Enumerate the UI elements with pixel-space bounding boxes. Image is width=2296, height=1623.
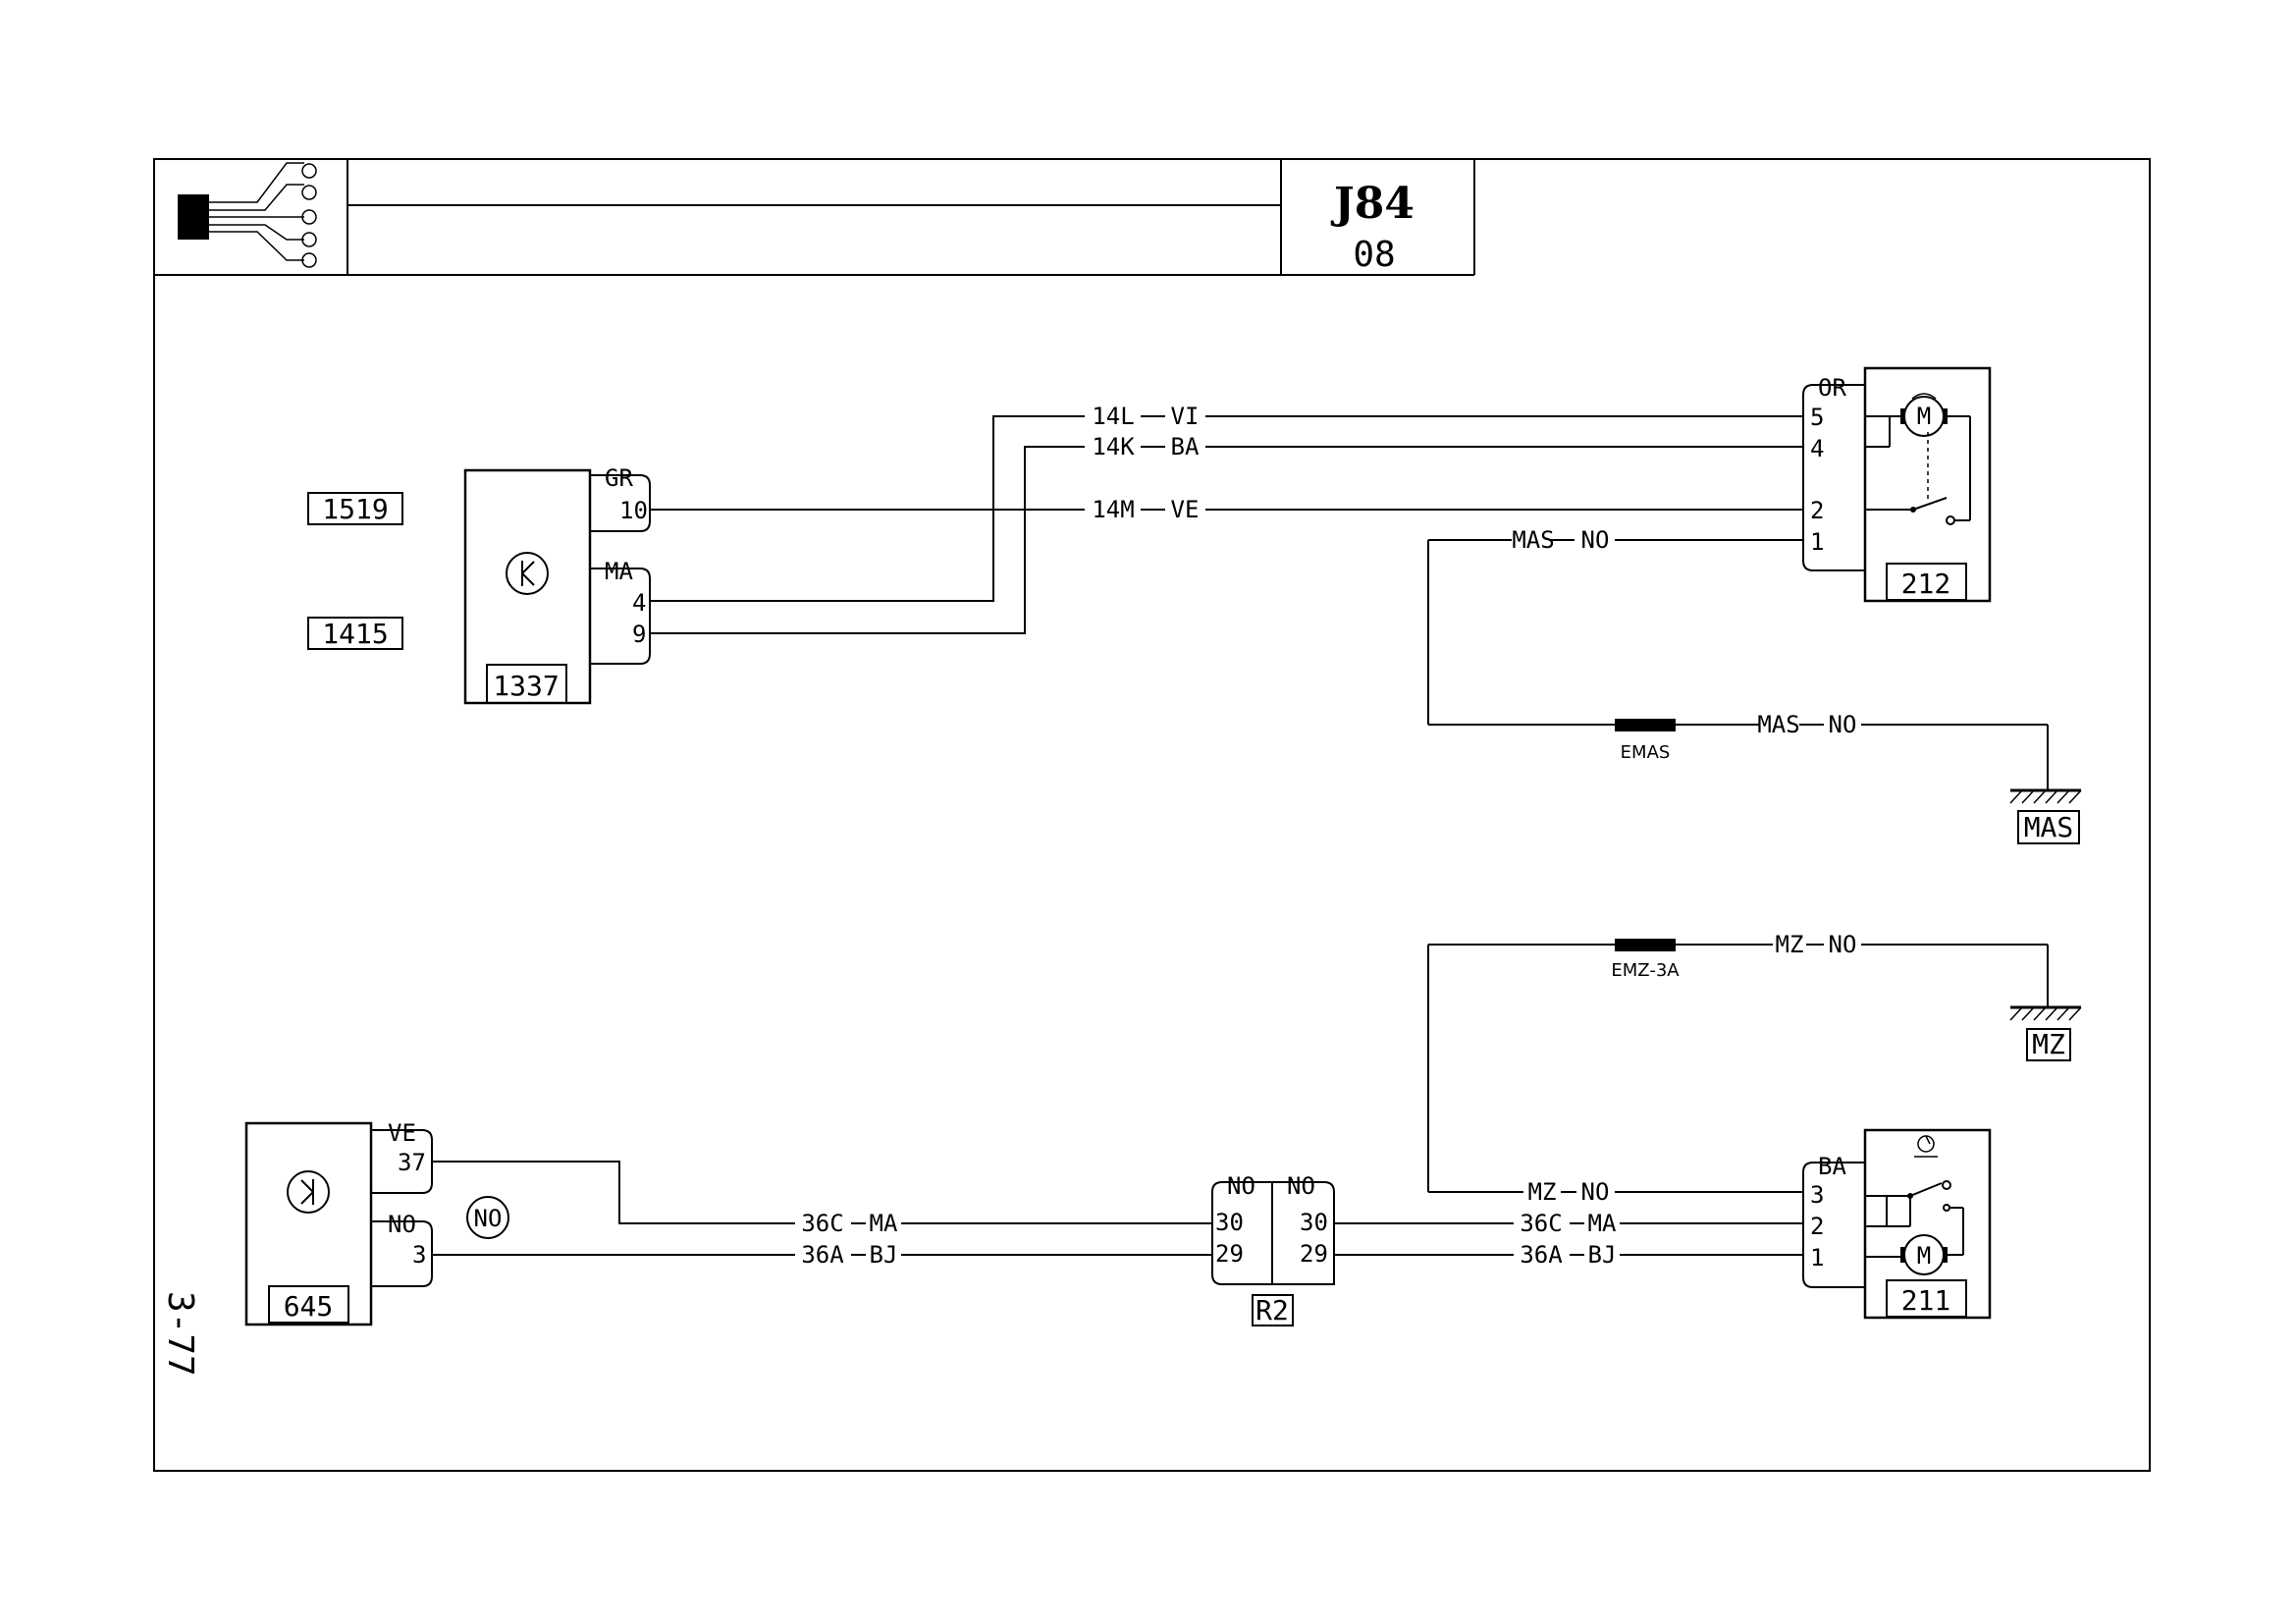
page-code: 08	[1353, 235, 1395, 275]
limit-switch-icon	[1865, 432, 1970, 525]
wire-14M: 14M VE	[650, 496, 1803, 523]
wire-14L: 14L VI	[650, 403, 1803, 602]
header-block: J84 08	[154, 159, 1475, 276]
component-211-label: 211	[1901, 1284, 1951, 1317]
svg-text:4: 4	[632, 589, 646, 617]
motor-icon: M	[1900, 393, 1948, 437]
component-645: 645 VE 37 NO 3	[244, 1119, 433, 1326]
no-marker: NO	[466, 1196, 509, 1239]
electronic-module-icon	[287, 1170, 330, 1214]
svg-text:EMZ-3A: EMZ-3A	[1611, 960, 1680, 981]
component-212: 212 OR 5 4 2 1 M	[1802, 366, 1992, 603]
svg-text:BJ: BJ	[870, 1241, 898, 1269]
svg-text:GR: GR	[605, 464, 633, 492]
svg-text:1519: 1519	[322, 493, 388, 525]
washer-pump-icon	[1914, 1135, 1938, 1158]
svg-text:BA: BA	[1818, 1153, 1846, 1180]
reference-tag-1519: 1519	[307, 492, 403, 525]
svg-text:MA: MA	[1588, 1210, 1617, 1237]
wire-36A-b: 36A BJ	[1334, 1241, 1803, 1269]
svg-text:1415: 1415	[322, 618, 388, 650]
ground-mz-label: MZ	[2032, 1028, 2065, 1060]
svg-text:29: 29	[1300, 1240, 1328, 1268]
diagram-frame	[153, 158, 2151, 1472]
wire-mz-2: MZ NO	[1676, 931, 2048, 958]
component-645-label: 645	[284, 1290, 334, 1323]
svg-text:37: 37	[398, 1149, 426, 1176]
svg-text:36C: 36C	[801, 1210, 843, 1237]
svg-text:NO: NO	[1287, 1172, 1315, 1200]
relay-switch-icon	[1865, 1180, 1964, 1255]
motor-icon: M	[1900, 1234, 1948, 1275]
svg-text:29: 29	[1215, 1240, 1244, 1268]
svg-text:VE: VE	[1171, 496, 1200, 523]
svg-text:2: 2	[1810, 1213, 1824, 1240]
svg-text:1: 1	[1810, 528, 1824, 556]
svg-text:5: 5	[1810, 404, 1824, 431]
wire-36A-a: 36A BJ	[432, 1241, 1212, 1269]
component-212-label: 212	[1901, 568, 1951, 600]
svg-text:NO: NO	[474, 1205, 503, 1232]
svg-text:MAS: MAS	[1757, 711, 1799, 738]
svg-text:36A: 36A	[801, 1241, 844, 1269]
ground-mas: MAS	[2009, 725, 2082, 844]
svg-text:M: M	[1917, 403, 1931, 430]
page-title: J84	[1330, 179, 1415, 229]
splice-emz-3a: EMZ-3A	[1611, 939, 1680, 981]
component-1337: 1337 GR 10 MA 4 9	[463, 464, 651, 705]
svg-text:BJ: BJ	[1588, 1241, 1617, 1269]
svg-text:BA: BA	[1171, 433, 1200, 460]
wire-14K: 14K BA	[650, 433, 1803, 634]
ground-mz: MZ	[2009, 945, 2082, 1061]
svg-text:NO: NO	[1581, 526, 1610, 554]
wire-mz-1: MZ NO	[1427, 944, 1803, 1206]
connector-harness-icon	[178, 162, 317, 268]
svg-text:14L: 14L	[1092, 403, 1134, 430]
svg-text:1: 1	[1810, 1244, 1824, 1271]
svg-text:MA: MA	[605, 558, 633, 585]
ground-mas-label: MAS	[2024, 811, 2074, 843]
svg-text:NO: NO	[1829, 931, 1857, 958]
connector-r2-label: R2	[1255, 1294, 1289, 1326]
svg-text:14K: 14K	[1092, 433, 1135, 460]
wire-36C-b: 36C MA	[1334, 1210, 1803, 1237]
svg-text:36A: 36A	[1520, 1241, 1563, 1269]
svg-text:MAS: MAS	[1512, 526, 1554, 554]
svg-text:14M: 14M	[1092, 496, 1134, 523]
connector-r2: NO NO 30 29 30 29 R2	[1211, 1172, 1335, 1326]
svg-text:30: 30	[1300, 1209, 1328, 1236]
splice-emas: EMAS	[1615, 719, 1676, 763]
svg-text:VI: VI	[1171, 403, 1200, 430]
svg-text:30: 30	[1215, 1209, 1244, 1236]
svg-text:NO: NO	[388, 1211, 416, 1238]
svg-text:2: 2	[1810, 497, 1824, 524]
wire-36C-a: 36C MA	[432, 1161, 1212, 1237]
svg-text:NO: NO	[1829, 711, 1857, 738]
side-page-label: 3-77	[160, 1291, 200, 1377]
svg-text:EMAS: EMAS	[1621, 742, 1671, 763]
svg-text:3: 3	[1810, 1181, 1824, 1209]
wire-mas-2: MAS NO	[1676, 711, 2048, 738]
svg-text:OR: OR	[1818, 374, 1846, 402]
svg-text:NO: NO	[1227, 1172, 1255, 1200]
svg-text:9: 9	[632, 621, 646, 648]
svg-text:NO: NO	[1581, 1178, 1610, 1206]
svg-text:10: 10	[619, 497, 648, 524]
wire-mas-1: MAS NO	[1427, 526, 1803, 726]
svg-text:4: 4	[1810, 435, 1824, 462]
reference-tag-1415: 1415	[307, 617, 403, 650]
component-211: 211 BA 3 2 1	[1802, 1128, 1992, 1320]
svg-text:VE: VE	[388, 1119, 416, 1147]
component-1337-label: 1337	[493, 670, 559, 702]
svg-text:36C: 36C	[1520, 1210, 1562, 1237]
svg-text:3: 3	[412, 1241, 426, 1269]
svg-text:MA: MA	[870, 1210, 898, 1237]
svg-text:MZ: MZ	[1776, 931, 1804, 958]
svg-text:MZ: MZ	[1528, 1178, 1557, 1206]
svg-text:M: M	[1917, 1242, 1931, 1270]
electronic-module-icon	[506, 552, 549, 595]
